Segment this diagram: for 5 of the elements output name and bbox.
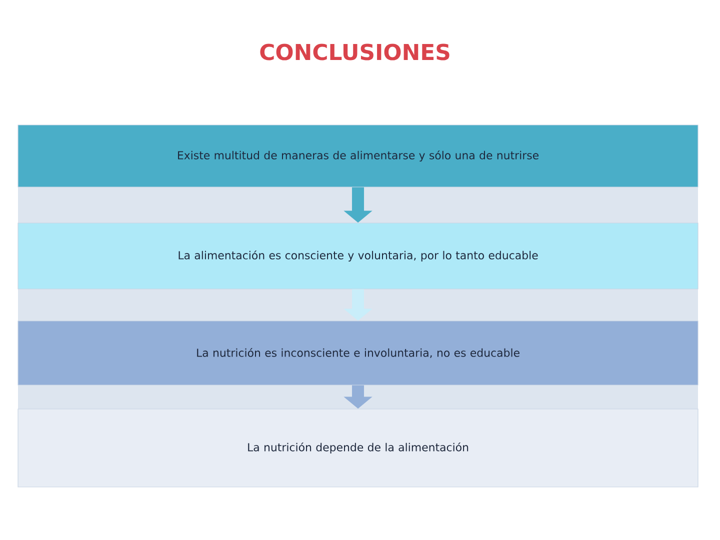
process-box: La nutrición es inconsciente e involuntaria, no es educable bbox=[18, 320, 698, 386]
process-box: La nutrición depende de la alimentación bbox=[18, 408, 698, 488]
process-box: La alimentación es consciente y voluntaria, por lo tanto educable bbox=[18, 222, 698, 290]
title: CONCLUSIONES bbox=[260, 44, 450, 60]
process-box: Existe multitud de maneras de alimentarse y sólo una de nutrirse bbox=[18, 124, 698, 188]
